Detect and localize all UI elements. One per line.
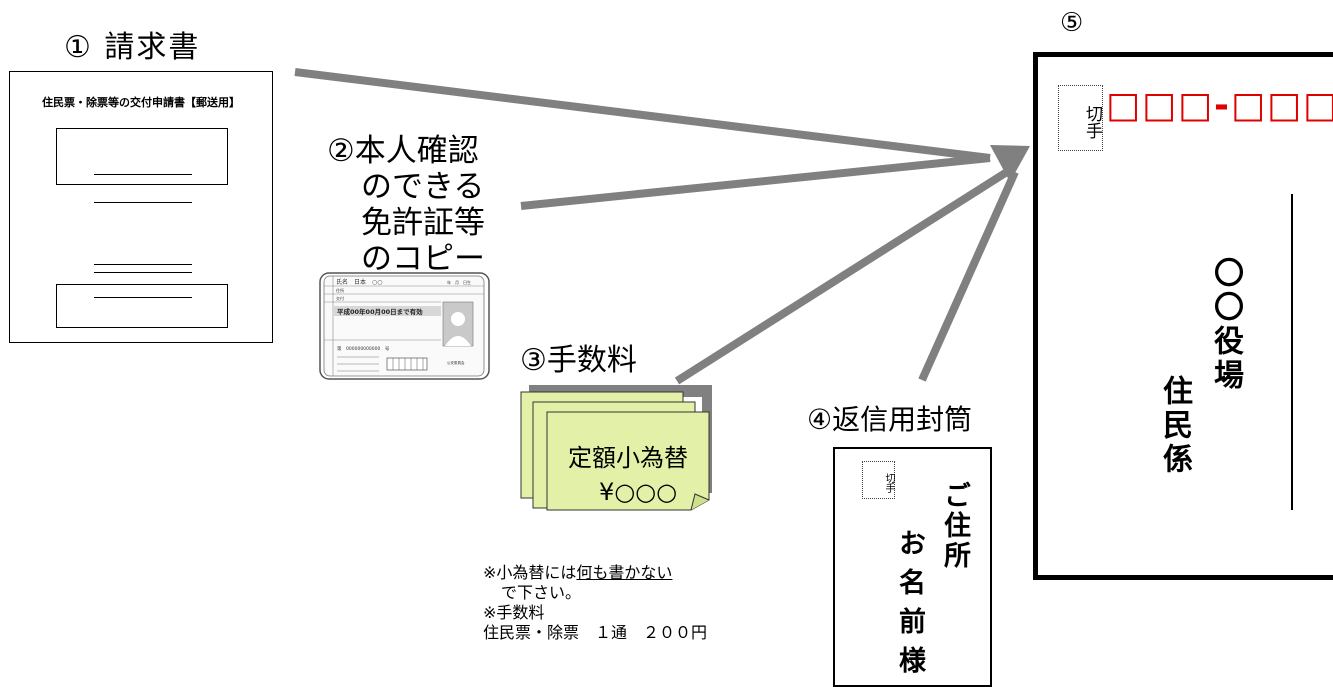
license-number-text: 第 000000000000 号	[337, 345, 390, 352]
form-line	[94, 174, 192, 175]
money-order-icon	[520, 385, 712, 511]
note-line: ※手数料	[483, 603, 545, 622]
id-copy-line: のできる	[361, 169, 485, 205]
license-valid-text: 平成00年00月00日まで有効	[337, 307, 423, 316]
arrow-id-copy	[520, 154, 991, 210]
address-divider	[1291, 194, 1293, 510]
form-line	[94, 297, 192, 298]
return-envelope: 切手 ご住所 お名前様	[833, 447, 992, 687]
id-copy-line: 免許証等	[361, 205, 485, 241]
note-emphasis: 何も書かない	[576, 563, 673, 582]
license-row3: 交付	[336, 295, 344, 301]
note-line: 住民票・除票 １通 ２００円	[483, 623, 708, 642]
id-copy-label: ②本人確認 のできる 免許証等 のコピー	[327, 133, 485, 277]
id-copy-line: のコピー	[361, 241, 485, 277]
money-order-label: 定額小為替	[568, 444, 688, 472]
arrow-fee	[674, 166, 1013, 385]
return-stamp-box: 切手	[862, 461, 895, 499]
return-address-text: ご住所	[939, 481, 970, 571]
envelope-number: ⑤	[1060, 8, 1084, 38]
form-line	[94, 272, 192, 273]
postal-code: □□□-□□□□	[1106, 85, 1333, 126]
portrait-silhouette-icon	[445, 312, 471, 346]
license-row2: 住所	[336, 287, 344, 293]
license-row1: 氏名 日本 ○○	[336, 278, 382, 286]
form-line	[94, 202, 192, 203]
main-envelope: 切手 □□□-□□□□ 〇〇役場 住民係	[1033, 52, 1333, 580]
money-order-amount: ¥○○○	[598, 478, 678, 506]
note-line: で下さい。	[501, 583, 582, 602]
return-honorific: 様	[894, 646, 925, 685]
arrow-head-icon	[990, 145, 1030, 182]
form-line	[94, 264, 192, 265]
license-card-icon: 氏名 日本 ○○ 年 月 日生 住所 交付 平成00年00月00日まで有効 第 …	[319, 272, 490, 380]
fee-notes: ※小為替には何も書かない で下さい。 ※手数料 住民票・除票 １通 ２００円	[483, 563, 707, 643]
money-order-text: 定額小為替 ¥○○○	[548, 441, 708, 509]
form-box-top	[56, 128, 228, 185]
return-name: お名前	[894, 529, 925, 646]
main-stamp-box: 切手	[1058, 85, 1103, 151]
id-copy-line: ②本人確認	[327, 133, 479, 169]
return-name-text: お名前様	[890, 529, 929, 685]
return-envelope-label: ④返信用封筒	[807, 403, 973, 436]
form-box-bottom	[56, 284, 228, 328]
license-row1-right: 年 月 日生	[447, 279, 471, 285]
request-form-title: 住民票・除票等の交付申請書【郵送用】	[42, 96, 240, 109]
arrow-request	[294, 68, 991, 162]
fee-label: ③手数料	[520, 343, 637, 378]
license-side-text: 公安委員会	[447, 360, 465, 365]
office-department: 住民係	[1157, 375, 1192, 477]
office-name: 〇〇役場	[1208, 257, 1243, 393]
arrows-layer	[294, 68, 1030, 385]
request-label: ① 請求書	[64, 30, 201, 65]
note-text: ※小為替には	[483, 563, 577, 582]
request-form: 住民票・除票等の交付申請書【郵送用】	[9, 71, 273, 343]
arrow-return-envelope	[918, 170, 1019, 382]
note-line: ※小為替には何も書かない	[483, 563, 707, 583]
